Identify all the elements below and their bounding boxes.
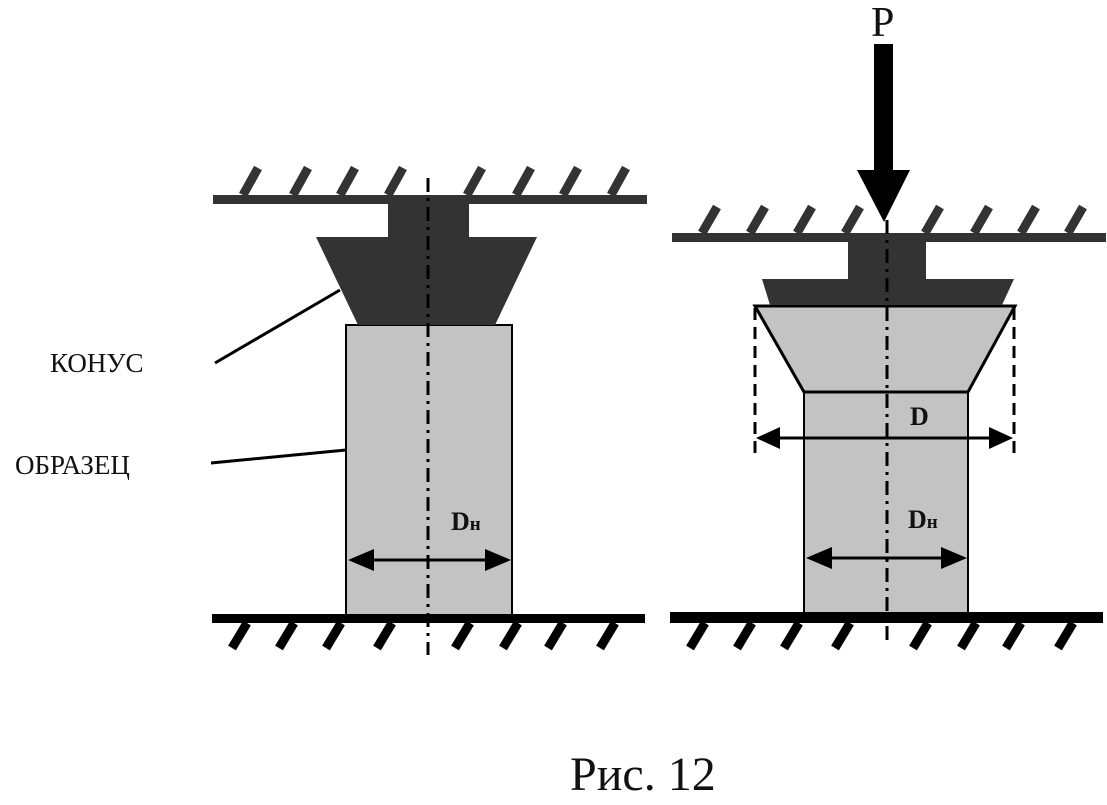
force-arrow: P — [857, 0, 910, 222]
right-dn-arrow-left-icon — [806, 547, 832, 569]
left-dimension-dn: Dн — [348, 507, 511, 571]
left-top-support — [213, 165, 647, 204]
right-d-arrow-left-icon — [756, 427, 780, 449]
left-cone-punch — [316, 204, 537, 325]
force-arrow-head-icon — [857, 170, 910, 222]
cone-leader-line — [214, 288, 341, 365]
left-dn-main: D — [451, 507, 470, 536]
right-dn-sub: н — [927, 512, 938, 533]
right-d-label: D — [910, 402, 929, 431]
right-dimension-d: D — [756, 402, 1013, 449]
left-dn-sub: н — [470, 514, 481, 535]
left-dn-arrow-left-icon — [348, 549, 374, 571]
right-dimension-dn: Dн — [806, 505, 967, 569]
right-specimen-flare — [752, 304, 1018, 394]
left-dn-label: Dн — [451, 507, 481, 536]
force-label: P — [871, 0, 894, 46]
left-top-hatching — [239, 165, 630, 198]
right-dn-arrow-right-icon — [941, 547, 967, 569]
right-dn-label: Dн — [908, 505, 938, 534]
cone-label: КОНУС — [50, 348, 143, 378]
specimen-leader-line — [210, 448, 347, 465]
left-panel: КОНУС ОБРАЗЕЦ Dн — [15, 165, 647, 655]
right-d-arrow-right-icon — [989, 427, 1013, 449]
right-top-beam — [672, 233, 1106, 242]
right-cone-punch — [762, 242, 1014, 305]
right-dn-main: D — [908, 505, 927, 534]
force-arrow-shaft — [874, 44, 893, 172]
right-top-hatching — [698, 204, 1087, 236]
right-top-support — [672, 204, 1106, 242]
right-panel: P — [670, 0, 1106, 651]
figure-caption: Рис. 12 — [570, 748, 716, 801]
left-dn-arrow-right-icon — [485, 549, 511, 571]
left-bottom-hatching — [228, 620, 619, 651]
left-top-beam — [213, 195, 647, 204]
specimen-label: ОБРАЗЕЦ — [15, 450, 130, 480]
right-bottom-hatching — [686, 620, 1077, 651]
